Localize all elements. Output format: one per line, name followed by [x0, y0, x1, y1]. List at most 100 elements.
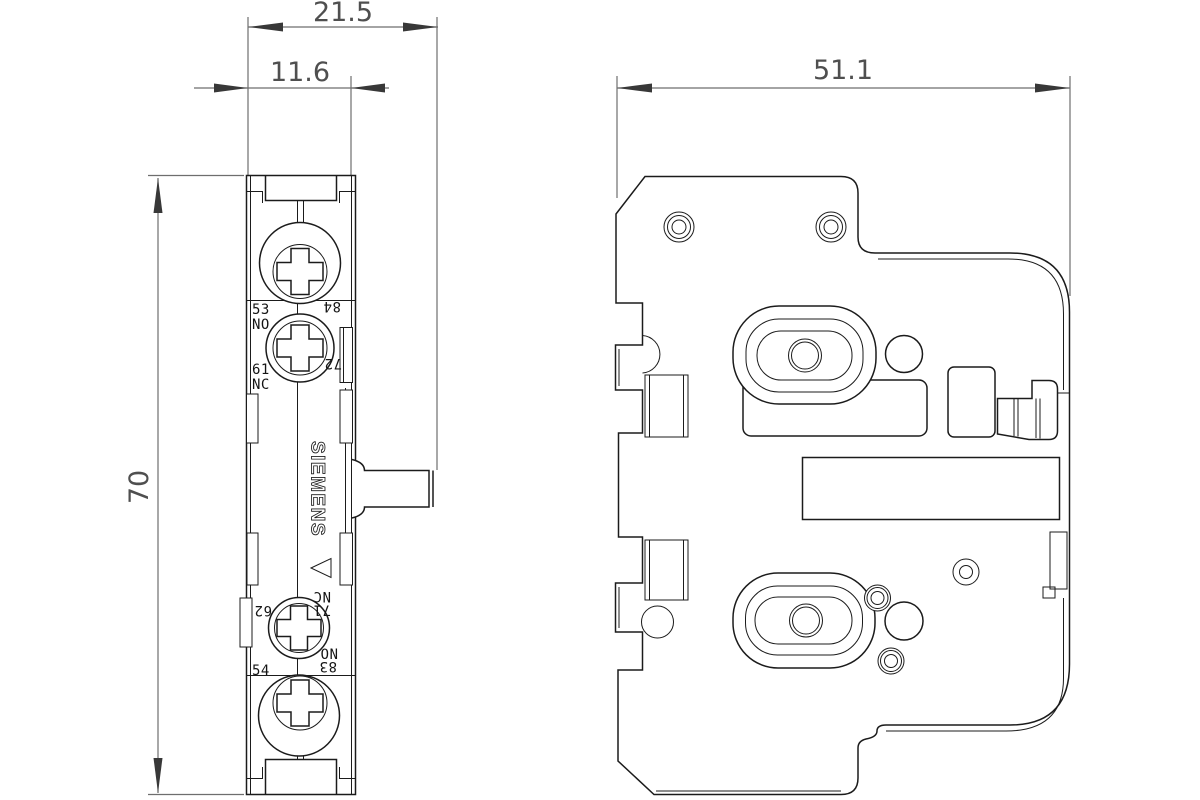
cam-inner	[754, 596, 853, 645]
phillips-cross-icon	[276, 605, 322, 651]
dim-value-height: 70	[124, 470, 155, 504]
extension-lines-51-1	[616, 76, 1071, 296]
boss-outer	[864, 584, 891, 612]
screw-boss-bottom-2	[877, 647, 905, 675]
boss-outer	[815, 211, 847, 243]
pin-circle-top	[884, 334, 924, 374]
extension-lines-21-5	[247, 17, 438, 470]
screw-terminal-3	[267, 596, 331, 660]
arrowhead-up	[153, 178, 163, 213]
terminal-label-62: 62	[254, 602, 272, 618]
side-mount-tab	[239, 597, 253, 648]
brand-logo-text: SIEMENS	[307, 441, 328, 537]
wall-tab	[246, 393, 259, 444]
mechanism-block-small	[947, 366, 996, 438]
guide-pad-rails	[649, 375, 684, 437]
screw-terminal-4	[257, 674, 341, 757]
boss-ring	[866, 587, 889, 609]
cam-shaft-inner	[791, 341, 819, 370]
screw-boss-top-right	[815, 211, 847, 243]
edge-block-small	[1042, 586, 1056, 599]
arrowhead-left	[248, 22, 283, 32]
cam-middle	[745, 585, 863, 656]
terminal-label-71-type: NC	[313, 588, 331, 604]
actuator-plunger	[351, 458, 430, 519]
screw-boss-middle	[952, 558, 980, 586]
terminal-label-72: 72	[324, 355, 342, 371]
cam-shaft-outer	[788, 338, 822, 373]
boss-ring	[819, 215, 843, 239]
cam-shaft-outer	[789, 603, 823, 638]
terminal-label-83-type: NO	[320, 645, 338, 661]
top-cap-notch	[264, 175, 338, 202]
front-view-dimensions: 21.5 11.6 70	[124, 0, 438, 796]
screw-terminal-1	[258, 221, 342, 305]
screw-boss-bottom-1	[864, 584, 891, 612]
guide-pad	[644, 374, 689, 438]
boss-hole	[671, 219, 687, 235]
wall-tab	[339, 389, 353, 444]
front-view-body: 53 NO 84 61 NC 72 62 NC 71 54 NO 83 SIEM…	[239, 174, 434, 796]
center-slot	[801, 456, 1061, 521]
extension-lines-70	[148, 174, 244, 796]
cam-inner	[756, 330, 853, 381]
screw-terminal-2	[265, 313, 335, 383]
boss-ring	[667, 215, 691, 239]
round-boss-half	[642, 335, 661, 374]
arrowhead-right	[403, 22, 438, 32]
dim-value-width: 51.1	[813, 55, 873, 86]
terminal-label-61-type: NC	[252, 377, 270, 393]
arrowhead-left	[617, 83, 652, 93]
cap-stems	[297, 200, 304, 760]
arrowhead-inward-right	[351, 83, 385, 93]
terminal-label-83: 83	[319, 658, 337, 674]
boss-hole	[823, 219, 839, 235]
cam-shaft-inner	[792, 606, 820, 635]
boss-hole	[959, 565, 973, 579]
cam-boss-top	[732, 305, 877, 405]
dim-value-total-depth: 21.5	[313, 0, 373, 28]
side-view-dimensions: 51.1	[616, 55, 1071, 296]
phillips-cross-icon	[276, 247, 324, 296]
bottom-cap-notch	[264, 758, 338, 795]
cam-outer	[732, 572, 876, 669]
terminal-label-84: 84	[323, 298, 341, 314]
guide-pad	[644, 539, 689, 601]
housing-wall-inner-lines	[250, 175, 352, 795]
wall-tab	[339, 532, 353, 586]
arrowhead-down	[153, 758, 163, 793]
boss-hole	[884, 654, 898, 668]
latch-mechanism	[996, 379, 1070, 441]
side-housing-outline	[614, 175, 1071, 796]
cam-boss-bottom	[732, 572, 876, 669]
boss-outer	[663, 211, 695, 243]
inner-wall-line-bottom	[886, 598, 1064, 732]
latch-ribs	[1013, 398, 1041, 439]
terminal-label-54: 54	[252, 663, 270, 679]
phillips-cross-icon	[276, 324, 324, 372]
cap-ledges	[246, 191, 356, 779]
edge-block	[1049, 531, 1068, 590]
boss-ring	[880, 650, 902, 672]
terminal-label-53: 53	[252, 302, 270, 318]
arrowhead-right	[1035, 83, 1070, 93]
triangle-marker-icon	[309, 557, 332, 579]
dim-value-body-depth: 11.6	[270, 57, 330, 88]
terminal-label-61: 61	[252, 362, 270, 378]
round-boss	[641, 605, 674, 639]
pin-circle-bottom	[884, 601, 924, 641]
boss-outer	[877, 647, 905, 675]
boss-outer	[952, 558, 980, 586]
terminal-label-71: 71	[313, 602, 331, 618]
arrowhead-inward-left	[214, 83, 248, 93]
cam-middle	[745, 318, 864, 393]
latch-outline	[996, 379, 1059, 441]
boss-hole	[870, 591, 885, 605]
terminal-label-53-type: NO	[252, 317, 270, 333]
wall-tab	[246, 532, 259, 586]
inner-wall-line-top	[878, 258, 1064, 390]
cam-outer	[732, 305, 877, 405]
guide-pad-rails	[649, 540, 684, 600]
